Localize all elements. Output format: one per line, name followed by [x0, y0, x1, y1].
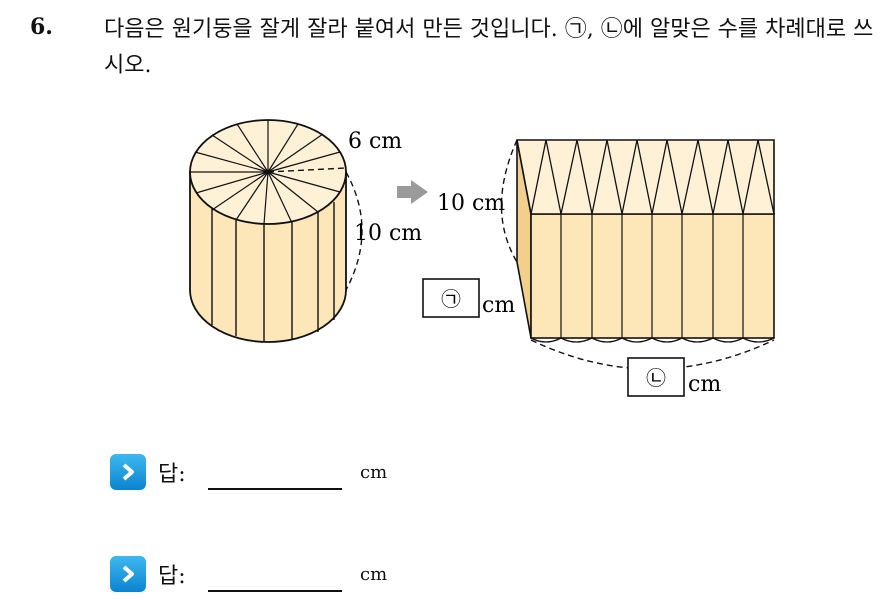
answer-row-2: 답: cm [110, 554, 387, 594]
answer-row-1: 답: cm [110, 452, 387, 492]
blank-a: ㉠ [441, 287, 461, 311]
blank-b-box [627, 357, 685, 397]
cylinder-figure: 6 cm 10 cm 10 cm ㉠ cm [189, 119, 775, 397]
height-label-left: 10 cm [354, 221, 422, 246]
blank-a-box [422, 278, 480, 318]
answer-unit: cm [360, 563, 388, 585]
transform-arrow [397, 180, 428, 204]
answer-input-2[interactable] [208, 566, 342, 592]
chevron-right-icon [110, 454, 146, 490]
cylinder [189, 119, 363, 343]
answer-label: 답: [158, 462, 186, 487]
height-label-right: 10 cm [437, 191, 505, 216]
unit-b: cm [688, 372, 721, 397]
answer-unit: cm [360, 461, 388, 483]
question-text: 다음은 원기둥을 잘게 잘라 붙여서 만든 것입니다. ㉠, ㉡에 알맞은 수를… [104, 17, 874, 78]
unit-a: cm [482, 293, 515, 318]
rearranged-shape [500, 139, 775, 370]
blank-b: ㉡ [646, 366, 666, 390]
question-number: 6. [30, 14, 53, 40]
radius-label: 6 cm [348, 129, 402, 154]
chevron-right-icon [110, 556, 146, 592]
answer-input-1[interactable] [208, 464, 342, 490]
answer-label: 답: [158, 564, 186, 589]
